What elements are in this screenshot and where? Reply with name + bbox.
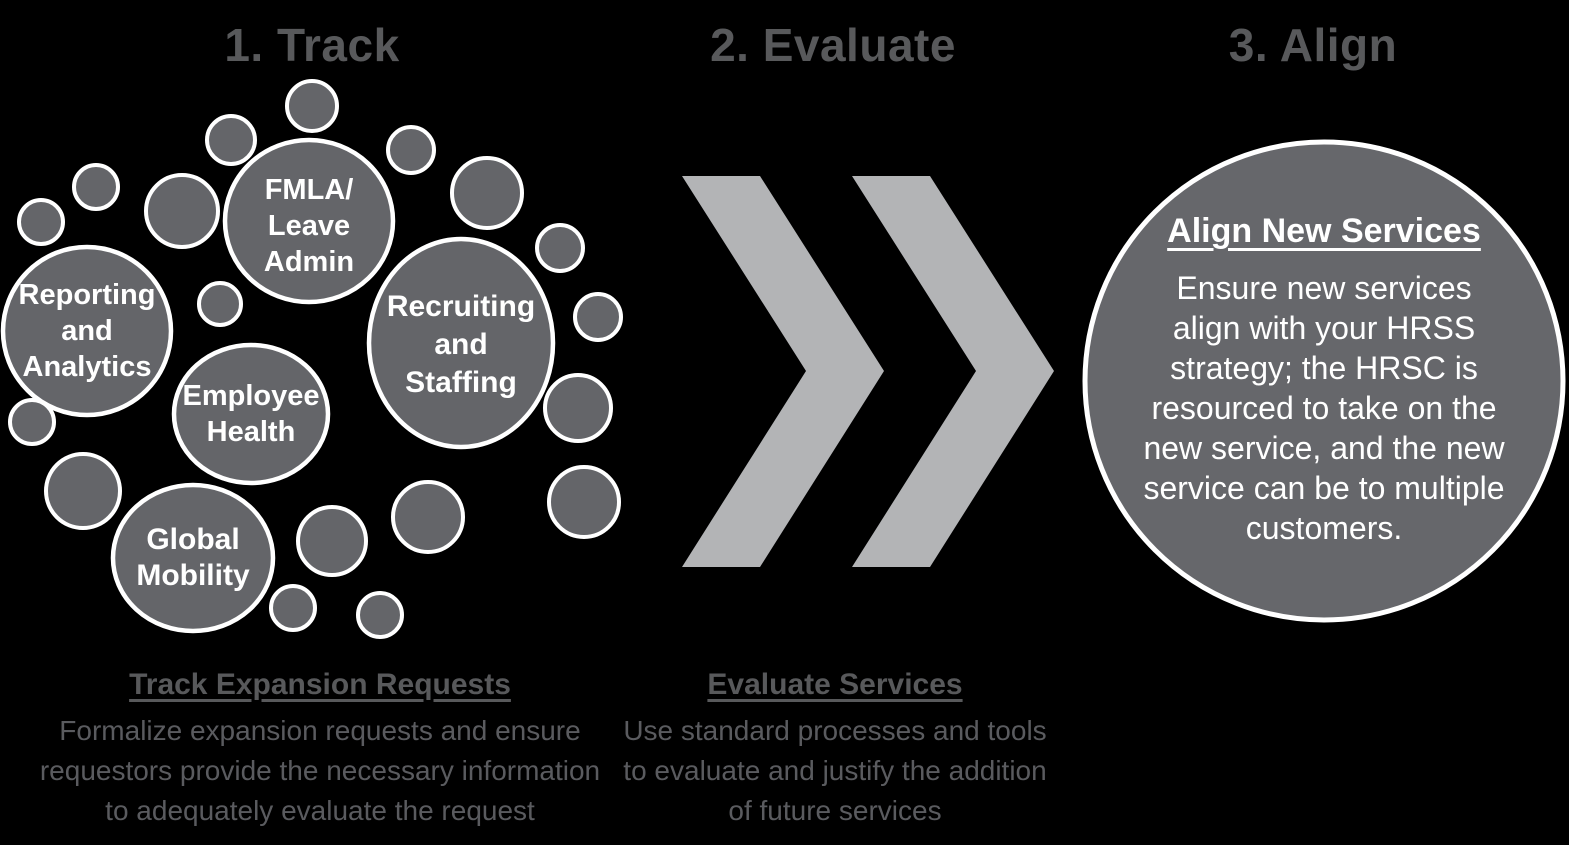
chevron-right-icon [682, 176, 884, 567]
service-bubble-cluster [0, 79, 623, 639]
decorative-bubble [205, 114, 257, 166]
align-circle-heading: Align New Services [1167, 212, 1481, 250]
bubble-reporting-analytics [0, 244, 174, 418]
bubble-label-recruiting-staffing: Recruiting and Staffing [386, 290, 536, 399]
decorative-bubble [8, 398, 56, 446]
bubble-recruiting-staffing [366, 236, 556, 450]
bubble-label-reporting-analytics: Reporting and Analytics [18, 279, 156, 383]
bubble-label-global-mobility: Global Mobility [136, 523, 250, 592]
align-circle-body: Ensure new services align with your HRSS… [1143, 270, 1505, 546]
double-chevron-right-icon [682, 176, 1054, 567]
decorative-bubble [547, 465, 621, 539]
decorative-bubble [356, 591, 404, 639]
evaluate-caption: Evaluate Services Use standard processes… [565, 668, 1105, 831]
bubble-label-employee-health: Employee Health [182, 380, 320, 448]
bubble-employee-health [171, 342, 331, 486]
decorative-bubble [72, 163, 120, 211]
decorative-bubble [17, 198, 65, 246]
align-new-services-circle [1082, 139, 1566, 623]
evaluate-caption-heading: Evaluate Services [707, 668, 963, 701]
stage-title-track: 1. Track [224, 19, 400, 71]
decorative-bubble [391, 480, 465, 554]
track-caption-body: Formalize expansion requests and ensure … [39, 715, 601, 826]
decorative-bubble [44, 452, 122, 530]
decorative-bubble [296, 505, 368, 577]
bubble-label-fmla-leave-admin: FMLA/ Leave Admin [263, 174, 355, 278]
decorative-bubble [543, 373, 613, 443]
decorative-bubble [269, 584, 317, 632]
track-caption: Track Expansion Requests Formalize expan… [0, 668, 640, 831]
stage-title-align: 3. Align [1228, 19, 1398, 71]
track-caption-heading: Track Expansion Requests [129, 668, 511, 701]
decorative-bubble [573, 292, 623, 342]
decorative-bubble [197, 281, 243, 327]
align-circle-content: Align New Services Ensure new services a… [1104, 212, 1544, 548]
decorative-bubble [386, 125, 436, 175]
decorative-bubble [285, 79, 339, 133]
chevron-right-icon [852, 176, 1054, 567]
bubble-fmla-leave-admin [222, 137, 396, 305]
stage-title-evaluate: 2. Evaluate [710, 19, 956, 71]
decorative-bubble [535, 223, 585, 273]
bubble-global-mobility [110, 482, 276, 634]
evaluate-caption-body: Use standard processes and tools to eval… [623, 715, 1047, 826]
decorative-bubble [450, 156, 524, 230]
decorative-bubble [144, 173, 220, 249]
